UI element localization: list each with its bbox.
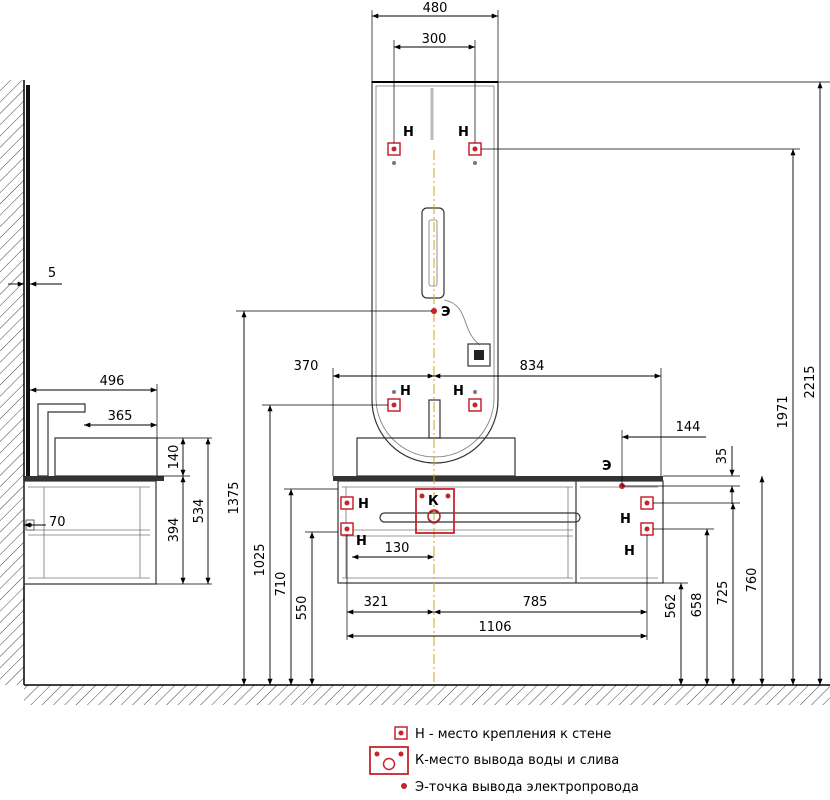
water-label: К: [428, 494, 439, 509]
floor: [24, 684, 830, 705]
legend-water-text: К-место вывода воды и слива: [415, 753, 619, 768]
dim-mount-high-right: 725: [716, 581, 731, 606]
electric-label: Э: [602, 459, 612, 474]
dim-mount-low-right: 658: [690, 593, 705, 618]
electric-point-marker: [431, 308, 437, 314]
mount-point-marker: [340, 496, 354, 510]
dim-cabinet-bottom-height: 550: [295, 596, 310, 621]
front-basin: [356, 399, 516, 477]
left-wall: [0, 80, 25, 685]
dimensions: 480 300 5 496 365 140 394 534 70 1375: [8, 1, 830, 685]
dim-overall-height: 2215: [803, 365, 818, 398]
mount-point-marker: [387, 390, 401, 412]
dim-left-offset: 321: [364, 595, 389, 610]
dim-cabinet-width: 1106: [478, 620, 511, 635]
dim-left-to-center: 370: [294, 359, 319, 374]
electric-label: Э: [441, 305, 451, 320]
dim-side-total-height: 534: [192, 499, 207, 524]
mount-label: Н: [358, 497, 369, 512]
dim-basin-depth: 365: [108, 409, 133, 424]
cabinet-body: [337, 480, 664, 584]
mount-label: Н: [356, 534, 367, 549]
side-countertop: [24, 476, 164, 481]
dim-right-to-center: 834: [520, 359, 545, 374]
side-faucet: [37, 403, 86, 477]
front-cabinet: [333, 476, 664, 584]
mount-label: Н: [620, 512, 631, 527]
mirror-switch: [421, 207, 445, 299]
side-basin: [54, 437, 158, 477]
mount-label: Н: [400, 384, 411, 399]
side-view: [23, 85, 164, 585]
mount-point-marker: [468, 390, 482, 412]
dim-cabinet-top-height: 710: [274, 572, 289, 597]
mirror-outlet: [467, 343, 491, 367]
legend-water-icon: [369, 746, 409, 775]
mount-point-marker: [640, 522, 654, 536]
dim-right-offset: 785: [523, 595, 548, 610]
side-cabinet: [23, 480, 157, 585]
mount-label: Н: [458, 125, 469, 140]
water-outlet-marker: [415, 488, 455, 534]
mirror-outline: [371, 81, 499, 464]
mount-point-marker: [640, 496, 654, 510]
mount-point-marker: [387, 142, 401, 165]
dim-wall-gap: 5: [48, 266, 56, 281]
drain-pipe: [379, 512, 581, 523]
dim-countertop-thickness: 35: [715, 448, 730, 465]
mount-label: Н: [403, 125, 414, 140]
legend-electric-icon: [401, 783, 407, 789]
mount-point-marker: [468, 142, 482, 165]
dim-mount-spacing: 300: [422, 32, 447, 47]
dim-mirror-width: 480: [423, 1, 448, 16]
mount-point-marker: [340, 522, 354, 536]
mount-label: Н: [624, 544, 635, 559]
countertop: [333, 476, 663, 481]
dim-side-offset: 70: [49, 515, 66, 530]
legend: Н - место крепления к стене К-место выво…: [369, 726, 639, 795]
dim-side-depth: 496: [100, 374, 125, 389]
side-mirror-panel: [26, 85, 30, 480]
legend-mount-text: Н - место крепления к стене: [415, 727, 611, 742]
legend-mount-icon: [394, 726, 408, 740]
dim-mirror-mount-height: 1971: [776, 395, 791, 428]
dim-lower-mount-height: 1025: [253, 543, 268, 576]
dim-basin-height: 140: [167, 445, 182, 470]
legend-electric-text: Э-точка вывода электропровода: [415, 780, 639, 795]
front-mirror: [371, 81, 499, 464]
dim-electric-offset: 144: [676, 420, 701, 435]
mount-label: Н: [453, 384, 464, 399]
dim-drain-width: 130: [385, 541, 410, 556]
dim-electric-height: 1375: [227, 481, 242, 514]
dim-countertop-height: 760: [745, 568, 760, 593]
dim-cabinet-bottom-right: 562: [664, 594, 679, 619]
dim-cabinet-height: 394: [167, 518, 182, 543]
